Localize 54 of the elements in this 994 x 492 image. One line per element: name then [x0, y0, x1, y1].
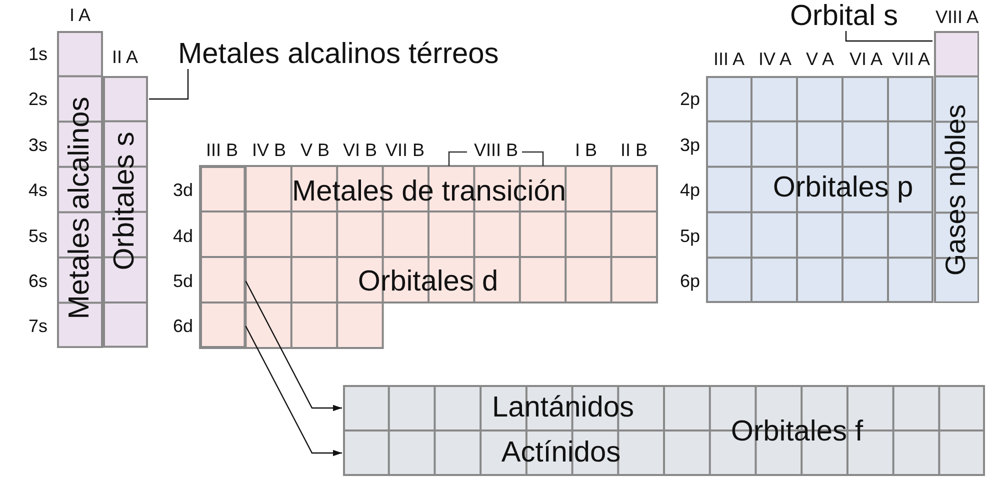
column-header: V B: [300, 141, 330, 159]
column-header: I A: [70, 6, 90, 24]
element-column: [934, 31, 979, 304]
row-label: 2p: [680, 90, 700, 108]
element-column: [200, 166, 246, 348]
row-label: 4d: [172, 227, 194, 245]
callout-label: Orbital s: [790, 2, 898, 31]
row-label: 6p: [680, 272, 700, 290]
element-column: [103, 76, 148, 348]
block-label: Orbitales f: [730, 418, 864, 446]
block-label: Gases nobles: [942, 104, 970, 276]
element-column: [57, 31, 103, 348]
block-label: Metales de transición: [292, 178, 566, 206]
column-header: IV A: [758, 50, 792, 68]
column-header: I B: [575, 141, 597, 159]
table-block: [198, 164, 659, 350]
row-label: 5d: [172, 272, 194, 290]
block-label: Metales alcalinos: [66, 96, 94, 320]
table-block: [706, 76, 934, 303]
row-label: 7s: [28, 317, 48, 335]
leader-line: [845, 31, 932, 42]
row-label: 1s: [28, 45, 48, 63]
arrow: [245, 280, 342, 412]
row-label: 3s: [28, 136, 48, 154]
block-label: Lantánidos: [492, 394, 634, 422]
column-header: VI B: [343, 141, 377, 159]
row-label: 3p: [680, 136, 700, 154]
table-block: [343, 385, 986, 476]
row-label: 4s: [28, 181, 48, 199]
arrow: [245, 326, 342, 456]
column-header: II B: [620, 141, 648, 159]
column-header: VII A: [892, 50, 930, 68]
leader-line: [149, 69, 189, 100]
column-header: V A: [806, 50, 834, 68]
column-header: VIII A: [935, 8, 979, 26]
row-label: 5p: [680, 227, 700, 245]
block-label: Orbitales d: [358, 268, 498, 296]
row-label: 2s: [28, 90, 48, 108]
row-label: 3d: [172, 181, 194, 199]
column-header: IV B: [252, 141, 286, 159]
column-header: III B: [206, 141, 238, 159]
column-header: III A: [713, 50, 745, 68]
row-label: 6d: [172, 317, 194, 335]
block-label: Actínidos: [501, 438, 621, 468]
column-header: VII B: [386, 141, 424, 159]
row-label: 4p: [680, 181, 700, 199]
row-label: 6s: [28, 272, 48, 290]
column-header: VI A: [849, 50, 883, 68]
row-label: 5s: [28, 227, 48, 245]
callout-label: Metales alcalinos térreos: [178, 40, 499, 69]
column-header: VIII B: [474, 141, 518, 159]
block-label: Orbitales p: [772, 174, 914, 202]
column-header: II A: [112, 48, 138, 66]
block-label: Orbitales s: [110, 132, 140, 270]
